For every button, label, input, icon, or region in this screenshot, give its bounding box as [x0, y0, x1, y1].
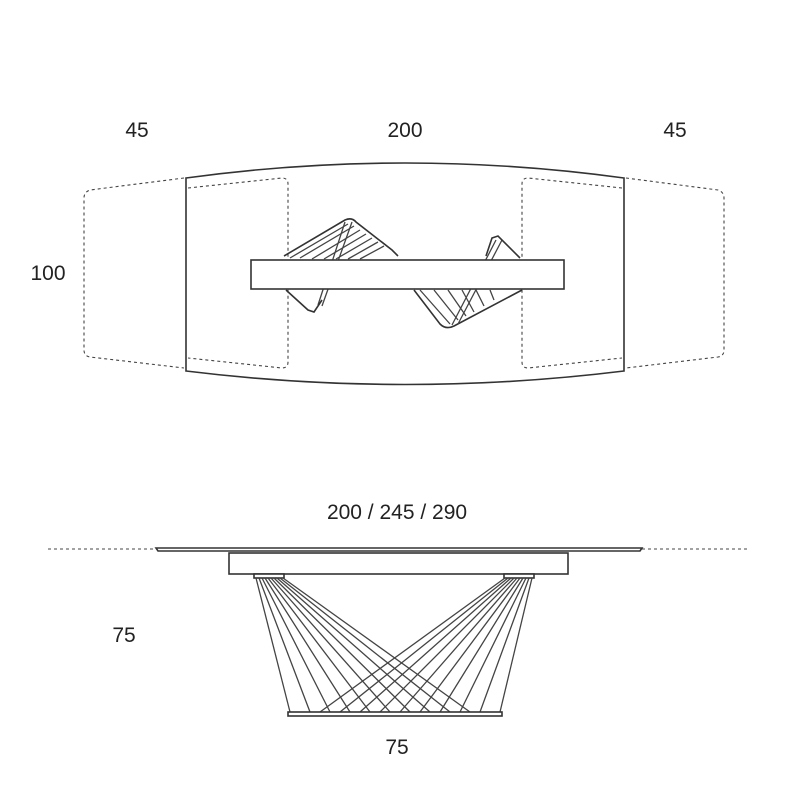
height-label: 75 — [112, 624, 136, 647]
leg-rods-right — [319, 577, 533, 713]
main-width-label: 200 — [387, 119, 423, 142]
apron-side — [228, 552, 569, 575]
base-plate-side — [287, 711, 503, 717]
base-width-label: 75 — [385, 736, 409, 759]
side-view — [48, 547, 748, 717]
central-beam-top — [250, 259, 565, 290]
ext-left-width-label: 45 — [125, 119, 149, 142]
lengths-label: 200 / 245 / 290 — [326, 501, 468, 524]
leg-cap-left — [253, 573, 285, 579]
leg-cap-right — [503, 573, 535, 579]
extension-leaf-left-outer — [83, 177, 185, 369]
tabletop-side — [154, 547, 644, 552]
depth-label: 100 — [30, 262, 66, 285]
leg-rods-left — [255, 577, 471, 713]
top-view — [83, 162, 725, 386]
ext-right-width-label: 45 — [663, 119, 687, 142]
extension-leaf-right-outer — [625, 177, 725, 369]
tabletop-outline — [185, 162, 625, 386]
